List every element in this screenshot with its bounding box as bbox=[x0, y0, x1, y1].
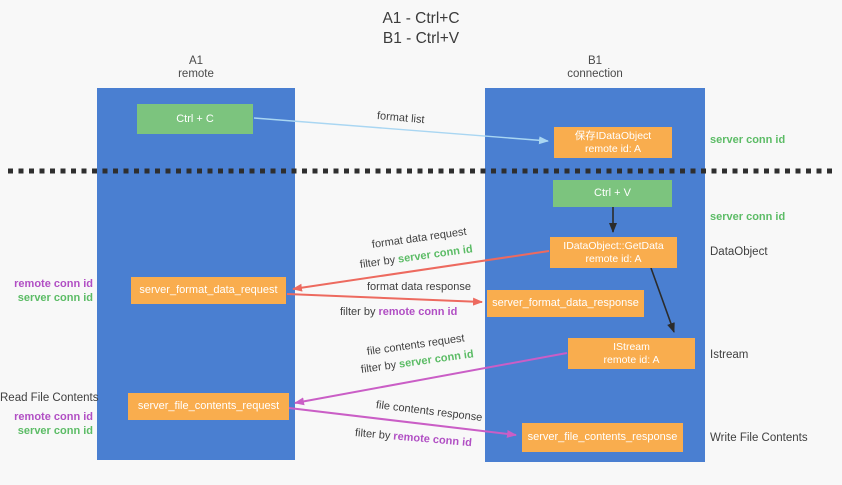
title-line-2: B1 - Ctrl+V bbox=[382, 30, 460, 47]
save-dataobject-line1: 保存IDataObject bbox=[574, 129, 652, 142]
lifeline-a1-role: remote bbox=[178, 68, 214, 80]
server-conn-id-label: server conn id bbox=[17, 292, 93, 304]
server-conn-id-label: server conn id bbox=[17, 425, 93, 437]
dataobject-label: DataObject bbox=[710, 246, 768, 258]
getdata-line1: IDataObject::GetData bbox=[563, 239, 664, 252]
node-server-file-contents-response: server_file_contents_response bbox=[522, 423, 683, 452]
format-response-label: server_format_data_response bbox=[492, 297, 639, 309]
node-istream: IStream remote id: A bbox=[568, 338, 695, 369]
diagram-title: A1 - Ctrl+C B1 - Ctrl+V bbox=[0, 9, 842, 49]
arrow-getdata-to-istream bbox=[650, 267, 675, 333]
arrow-file-contents-request bbox=[294, 352, 568, 406]
server-conn-id-label-right-1: server conn id bbox=[710, 134, 786, 146]
node-ctrl-c: Ctrl + C bbox=[137, 104, 253, 134]
lifeline-header-b1: B1 connection bbox=[485, 55, 705, 81]
write-file-contents-label: Write File Contents bbox=[710, 432, 808, 444]
left-conn-id-labels-1: remote conn id server conn id bbox=[0, 277, 93, 305]
lifeline-b1-id: B1 bbox=[587, 55, 603, 67]
lifeline-b1-role: connection bbox=[567, 68, 623, 80]
remote-conn-id-label: remote conn id bbox=[14, 411, 93, 423]
node-server-format-data-response: server_format_data_response bbox=[487, 290, 644, 317]
filter-by-text: filter by bbox=[340, 306, 376, 318]
ctrl-v-label: Ctrl + V bbox=[594, 187, 631, 199]
arrow-format-data-response bbox=[286, 293, 483, 306]
read-file-contents-label: Read File Contents bbox=[0, 392, 99, 404]
node-server-file-contents-request: server_file_contents_request bbox=[128, 393, 289, 420]
ctrl-c-label: Ctrl + C bbox=[176, 112, 214, 125]
label-format-data-response: format data response bbox=[367, 281, 471, 293]
arrow-file-contents-response bbox=[288, 407, 517, 438]
title-line-1: A1 - Ctrl+C bbox=[382, 10, 460, 27]
file-request-label: server_file_contents_request bbox=[137, 400, 280, 412]
server-conn-id-label-right-2: server conn id bbox=[710, 211, 786, 223]
istream-label: Istream bbox=[710, 349, 749, 361]
left-conn-id-labels-2: remote conn id server conn id bbox=[0, 410, 93, 438]
arrow-format-list bbox=[253, 117, 549, 145]
node-save-dataobject: 保存IDataObject remote id: A bbox=[554, 127, 672, 158]
node-getdata: IDataObject::GetData remote id: A bbox=[550, 237, 677, 268]
istream-line1: IStream bbox=[613, 340, 650, 353]
lifeline-a1-id: A1 bbox=[188, 55, 204, 67]
format-request-label: server_format_data_request bbox=[139, 284, 278, 296]
remote-conn-id-text: remote conn id bbox=[378, 306, 458, 318]
remote-conn-id-label: remote conn id bbox=[14, 278, 93, 290]
istream-line2: remote id: A bbox=[603, 353, 660, 366]
lifeline-header-a1: A1 remote bbox=[97, 55, 295, 81]
file-response-label: server_file_contents_response bbox=[527, 431, 678, 443]
node-ctrl-v: Ctrl + V bbox=[553, 180, 672, 207]
node-server-format-data-request: server_format_data_request bbox=[131, 277, 286, 304]
save-dataobject-line2: remote id: A bbox=[584, 142, 642, 155]
getdata-line2: remote id: A bbox=[585, 252, 642, 265]
arrow-format-data-request bbox=[292, 250, 550, 292]
